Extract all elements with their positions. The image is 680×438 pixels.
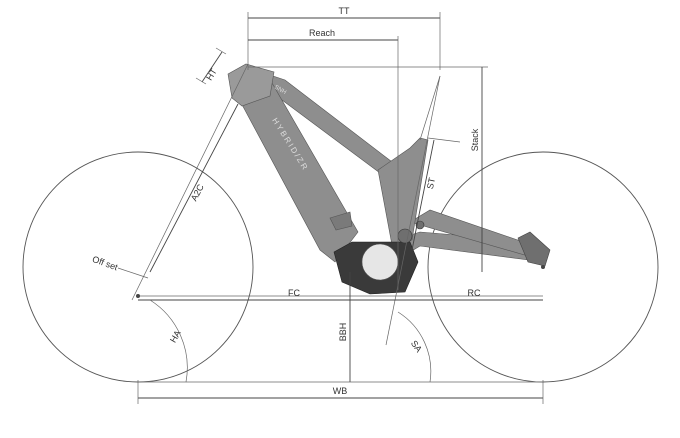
headtube-badge: SNH xyxy=(273,85,287,97)
a2c-label: A2C xyxy=(189,182,206,203)
fc-label: FC xyxy=(288,288,300,298)
bbh-label: BBH xyxy=(338,323,348,342)
tt-label: TT xyxy=(339,6,350,16)
fc-dimension: FC xyxy=(138,288,400,301)
main-pivot xyxy=(397,228,413,244)
rc-dimension: RC xyxy=(400,288,543,301)
a2c-dimension: A2C xyxy=(149,103,239,273)
ha-label: HA xyxy=(168,329,183,345)
front-axle xyxy=(136,294,140,298)
rear-dropout xyxy=(517,231,551,267)
bike-frame: HYBRID/ZR SNH xyxy=(227,63,551,295)
tt-dimension: TT xyxy=(247,6,441,70)
sa-label: SA xyxy=(409,338,424,354)
stack-dimension: Stack xyxy=(470,67,483,272)
wb-dimension: WB xyxy=(137,380,544,404)
ha-dimension: HA xyxy=(149,299,188,383)
sa-dimension: SA xyxy=(397,311,432,383)
link-pivot xyxy=(415,220,425,230)
stack-label: Stack xyxy=(470,128,480,151)
wb-label: WB xyxy=(333,386,348,396)
shock-mount xyxy=(329,211,353,231)
motor-cover xyxy=(361,243,399,281)
st-label: ST xyxy=(425,176,437,190)
st-dimension: ST xyxy=(411,137,461,251)
rc-label: RC xyxy=(468,288,481,298)
seat-axis-upper xyxy=(419,75,441,141)
head-tube xyxy=(227,63,275,107)
reach-dimension: Reach xyxy=(248,28,399,290)
steering-axis xyxy=(131,63,249,301)
bbh-dimension: BBH xyxy=(338,272,351,382)
offset-dimension: Off set xyxy=(91,254,149,279)
offset-label: Off set xyxy=(91,254,120,273)
reach-label: Reach xyxy=(309,28,335,38)
rear-axle xyxy=(541,265,545,269)
ht-label: HT xyxy=(204,66,219,82)
front-wheel xyxy=(22,151,254,383)
ht-dimension: HT xyxy=(195,47,227,85)
